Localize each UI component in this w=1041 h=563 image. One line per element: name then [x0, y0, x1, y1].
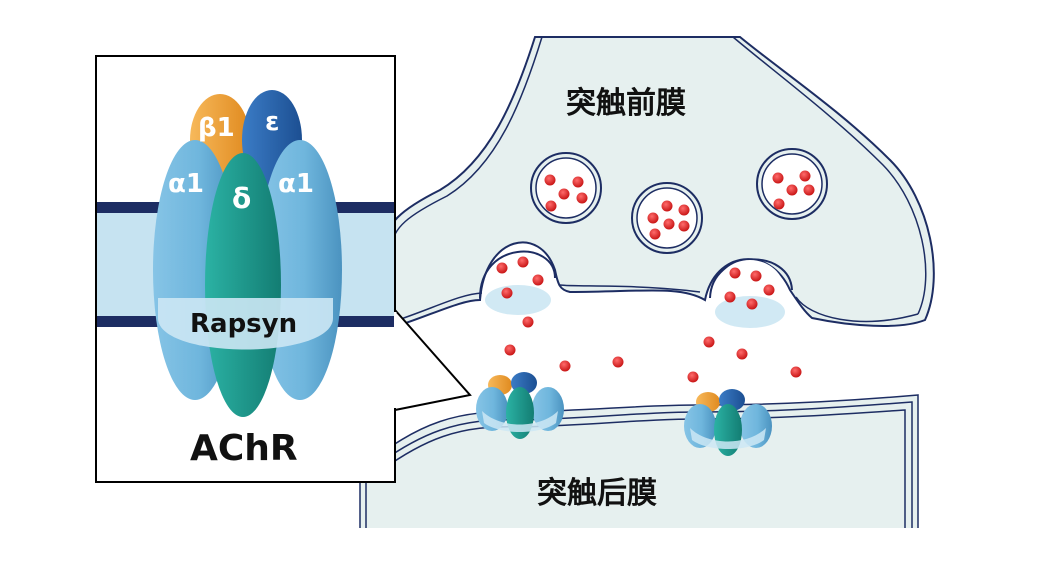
ach-dots-vesicle3 [772, 170, 815, 210]
presynaptic-membrane-inner [391, 36, 543, 322]
ach-dots-fusing1 [496, 256, 544, 299]
acetylcholine-molecules [496, 170, 815, 383]
vesicle [631, 182, 703, 254]
achr-receptor-small [684, 389, 772, 456]
delta-subunit [205, 153, 281, 417]
ach-dots-vesicle2 [647, 200, 690, 240]
fusing-vesicle [709, 258, 793, 328]
alpha1-right-label: α1 [278, 169, 314, 199]
postsynaptic-cell: 突触后膜 [359, 394, 919, 528]
vesicle [530, 152, 602, 224]
ach-dots-vesicle1 [544, 174, 588, 212]
rapsyn-label: Rapsyn [190, 309, 297, 339]
beta1-label: β1 [198, 113, 235, 143]
zoom-callout-pointer [394, 307, 472, 412]
epsilon-label: ε [265, 107, 279, 137]
achr-receptor-small [476, 372, 564, 439]
ach-dots-cleft [504, 316, 802, 383]
ach-dots-fusing2 [724, 267, 775, 310]
achr-label: AChR [190, 428, 298, 469]
vesicle [756, 148, 828, 220]
alpha1-left-label: α1 [168, 169, 204, 199]
delta-label: δ [232, 182, 251, 215]
presynaptic-label: 突触前膜 [566, 86, 686, 121]
rapsyn [158, 298, 333, 350]
postsynaptic-label: 突触后膜 [537, 476, 657, 511]
vesicles [479, 148, 828, 328]
achr-detail-panel: β1 ε α1 δ α1 Rapsyn AChR [95, 55, 397, 483]
